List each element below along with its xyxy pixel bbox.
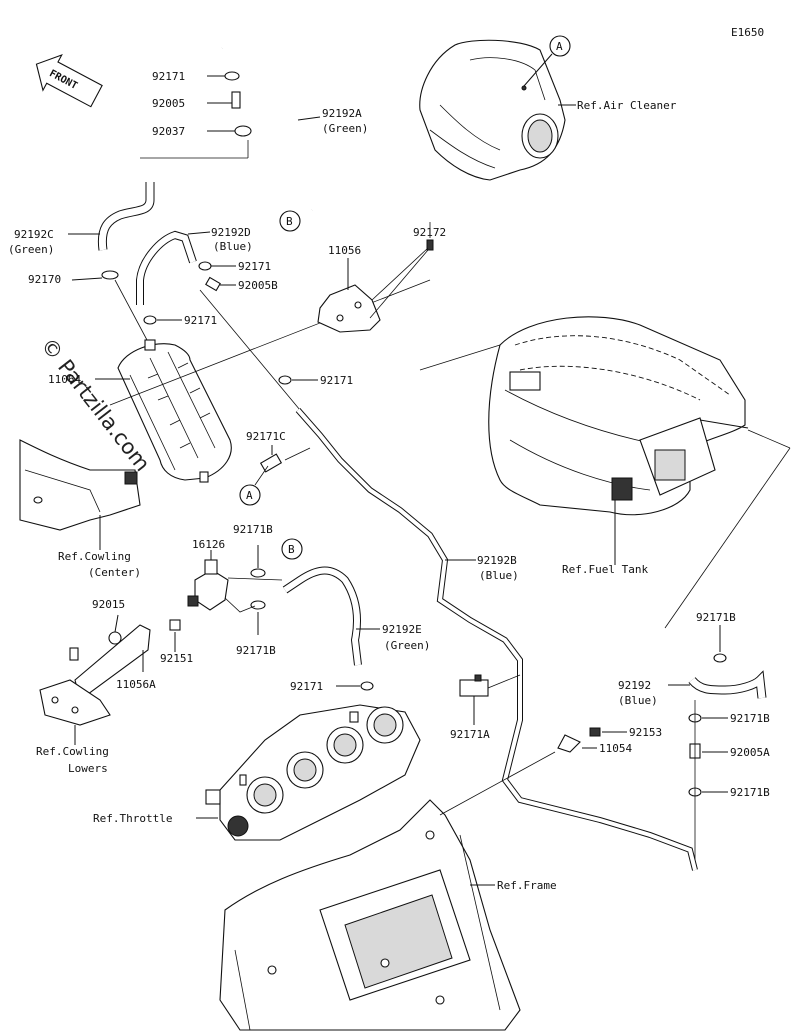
label-92192A: 92192A: [322, 107, 362, 120]
label-92005B: 92005B: [238, 279, 278, 292]
label-92171C: 92171C: [246, 430, 286, 443]
cowling-lowers-illustration: [39, 647, 111, 726]
ref-air-cleaner: Ref.Air Cleaner: [577, 99, 677, 112]
callout-b-label-mid: B: [288, 543, 295, 556]
label-92170: 92170: [28, 273, 61, 286]
throttle-body-illustration: [205, 704, 421, 841]
callout-b-label-top: B: [286, 215, 293, 228]
label-92171-f: 92171: [320, 374, 353, 387]
frame-illustration: [219, 799, 521, 1031]
label-92192: 92192: [618, 679, 651, 692]
label-92192D: 92192D: [211, 226, 251, 239]
label-92192C: 92192C: [14, 228, 54, 241]
label-92192-color: (Blue): [618, 694, 658, 707]
label-92171-top: 92171: [152, 70, 185, 83]
label-92171B-1: 92171B: [233, 523, 273, 536]
ref-cowling-center-1: Ref.Cowling: [58, 550, 131, 563]
valve-16126: [187, 559, 229, 611]
diagram-code: E1650: [731, 26, 764, 39]
label-92192E-color: (Green): [384, 639, 430, 652]
label-92037: 92037: [152, 125, 185, 138]
clamp-92171A: [459, 679, 489, 697]
label-92171B-r2: 92171B: [730, 712, 770, 725]
label-92172: 92172: [413, 226, 446, 239]
fitting-92005: [231, 91, 241, 109]
label-92171B-r3: 92171B: [730, 786, 770, 799]
label-92171B-r1: 92171B: [696, 611, 736, 624]
label-11054: 11054: [599, 742, 632, 755]
clip-92037: [234, 125, 252, 137]
canister-11064: [117, 339, 232, 483]
callout-a-label-top: A: [556, 40, 563, 53]
callout-a-circle: [549, 35, 571, 57]
label-92171B-2: 92171B: [236, 644, 276, 657]
ref-throttle: Ref.Throttle: [93, 812, 172, 825]
bracket-11054: [557, 734, 581, 753]
label-92192B-color: (Blue): [479, 569, 519, 582]
label-16126: 16126: [192, 538, 225, 551]
label-92171-e: 92171: [184, 314, 217, 327]
label-92015: 92015: [92, 598, 125, 611]
front-arrow-icon: FRONT: [35, 53, 103, 108]
fuel-tank-illustration: [488, 316, 749, 516]
label-11056: 11056: [328, 244, 361, 257]
label-92005A: 92005A: [730, 746, 770, 759]
ref-cowling-lowers-1: Ref.Cowling: [36, 745, 109, 758]
bracket-11056: [317, 284, 381, 333]
clip-92171-top: [224, 71, 240, 81]
ref-cowling-center-2: (Center): [88, 566, 141, 579]
air-cleaner-illustration: [419, 39, 566, 181]
label-92192A-color: (Green): [322, 122, 368, 135]
ref-fuel-tank: Ref.Fuel Tank: [562, 563, 648, 576]
label-11056A: 11056A: [116, 678, 156, 691]
label-92153: 92153: [629, 726, 662, 739]
label-11064: 11064: [48, 373, 81, 386]
ref-frame: Ref.Frame: [497, 879, 557, 892]
bolt-92172: [426, 239, 434, 251]
label-92192E: 92192E: [382, 623, 422, 636]
ref-cowling-lowers-2: Lowers: [68, 762, 108, 775]
clip-92170: [101, 270, 119, 280]
label-92192B: 92192B: [477, 554, 517, 567]
label-92171-g: 92171: [290, 680, 323, 693]
label-92171A: 92171A: [450, 728, 490, 741]
label-92171-d: 92171: [238, 260, 271, 273]
label-92151: 92151: [160, 652, 193, 665]
label-92005: 92005: [152, 97, 185, 110]
callout-a-label-mid: A: [246, 489, 253, 502]
label-92192D-color: (Blue): [213, 240, 253, 253]
cowling-center-illustration: [19, 439, 141, 531]
label-92192C-color: (Green): [8, 243, 54, 256]
